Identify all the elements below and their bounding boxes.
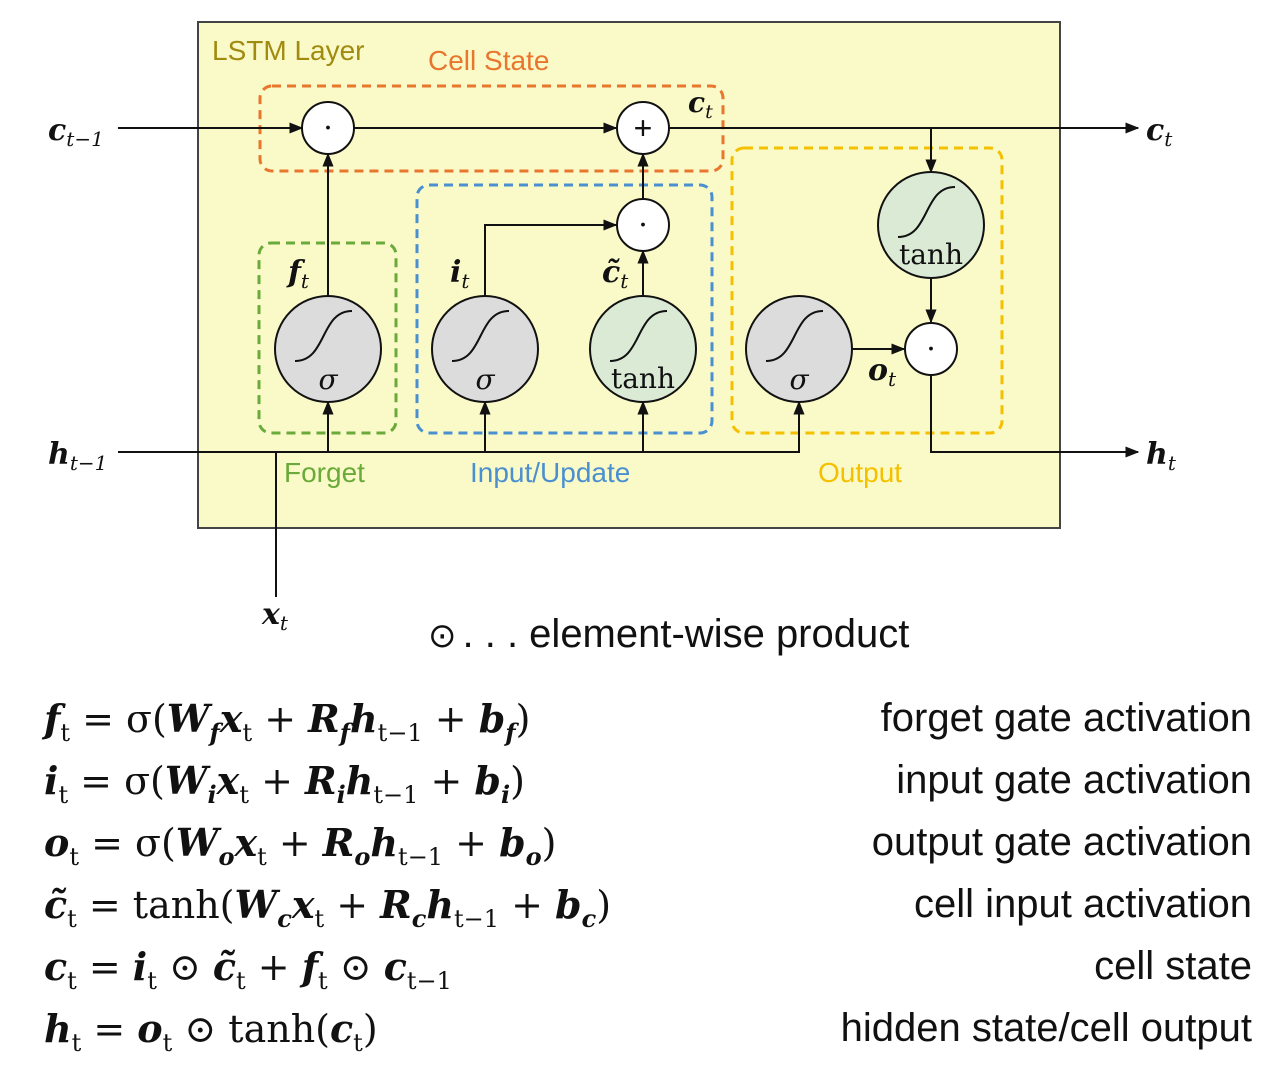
output-h-label: ht [1146, 437, 1177, 475]
forget-product-node: · [301, 101, 355, 155]
sigmoid-symbol: σ [318, 363, 338, 396]
forget-label: Forget [284, 457, 365, 488]
forget-gate-equation: ft = σ(Wfxt + Rfht−1 + bf) [44, 696, 531, 747]
forget-sigmoid-unit: σ [274, 295, 382, 403]
output-c-label: ct [1146, 113, 1173, 151]
output-gate-description: output gate activation [871, 820, 1252, 864]
equation-row-forget: ft = σ(Wfxt + Rfht−1 + bf) forget gate a… [0, 696, 1278, 752]
cell-state-equation: ct = it ⊙ c̃t + ft ⊙ ct−1 [44, 944, 452, 995]
output-product-node: · [904, 322, 958, 376]
odot-icon: ⊙ [428, 616, 457, 656]
sigmoid-curve-icon [294, 310, 353, 362]
legend: ⊙. . . element-wise product [428, 612, 909, 657]
product-symbol: · [638, 208, 648, 243]
sigmoid-curve-icon [765, 310, 824, 362]
output-label: Output [818, 457, 902, 488]
equation-row-output: ot = σ(Woxt + Roht−1 + bo) output gate a… [0, 820, 1278, 876]
input-gate-equation: it = σ(Wixt + Riht−1 + bi) [44, 758, 525, 809]
input-c-prev-label: ct−1 [48, 113, 104, 151]
input-product-node: · [616, 198, 670, 252]
tanh-symbol: tanh [611, 362, 675, 395]
input-label: Input/Update [470, 457, 630, 488]
lstm-diagram: LSTM Layer Cell State Forget Input/Updat… [48, 21, 1177, 635]
connections [118, 122, 1140, 597]
product-symbol: · [926, 332, 936, 367]
sigmoid-symbol: σ [475, 363, 495, 396]
equation-row-cell-state: ct = it ⊙ c̃t + ft ⊙ ct−1 cell state [0, 944, 1278, 1000]
cell-input-description: cell input activation [914, 882, 1252, 926]
product-symbol: · [323, 111, 333, 146]
output-gate-equation: ot = σ(Woxt + Roht−1 + bo) [44, 820, 557, 871]
output-sigmoid-unit: σ [745, 295, 853, 403]
tanh-symbol: tanh [899, 238, 963, 271]
equation-row-cell-input: c̃t = tanh(Wcxt + Rcht−1 + bc) cell inpu… [0, 882, 1278, 938]
input-sigmoid-unit: σ [431, 295, 539, 403]
forget-gate-description: forget gate activation [880, 696, 1252, 740]
forget-group [257, 241, 398, 435]
sum-symbol: + [634, 110, 653, 146]
sigmoid-symbol: σ [789, 363, 809, 396]
input-h-prev-label: ht−1 [48, 437, 107, 475]
hidden-state-equation: ht = ot ⊙ tanh(ct) [44, 1006, 378, 1057]
sigmoid-curve-icon [451, 310, 510, 362]
sum-node: + [616, 101, 670, 155]
state-tanh-unit: tanh [877, 171, 985, 279]
candidate-tanh-unit: tanh [589, 295, 697, 403]
equation-row-hidden: ht = ot ⊙ tanh(ct) hidden state/cell out… [0, 1006, 1278, 1062]
input-x-label: xt [261, 597, 289, 635]
input-group [415, 183, 714, 435]
cell-input-equation: c̃t = tanh(Wcxt + Rcht−1 + bc) [44, 882, 612, 933]
input-gate-description: input gate activation [896, 758, 1252, 802]
tanh-curve-icon [609, 310, 668, 362]
equation-row-input: it = σ(Wixt + Riht−1 + bi) input gate ac… [0, 758, 1278, 814]
cell-state-description: cell state [1094, 944, 1252, 988]
layer-title: LSTM Layer [212, 35, 365, 66]
output-group [730, 146, 1004, 435]
cell-state-label: Cell State [428, 45, 549, 76]
legend-text: . . . element-wise product [462, 612, 910, 656]
hidden-state-description: hidden state/cell output [840, 1006, 1252, 1050]
tanh-curve-icon [897, 186, 956, 238]
